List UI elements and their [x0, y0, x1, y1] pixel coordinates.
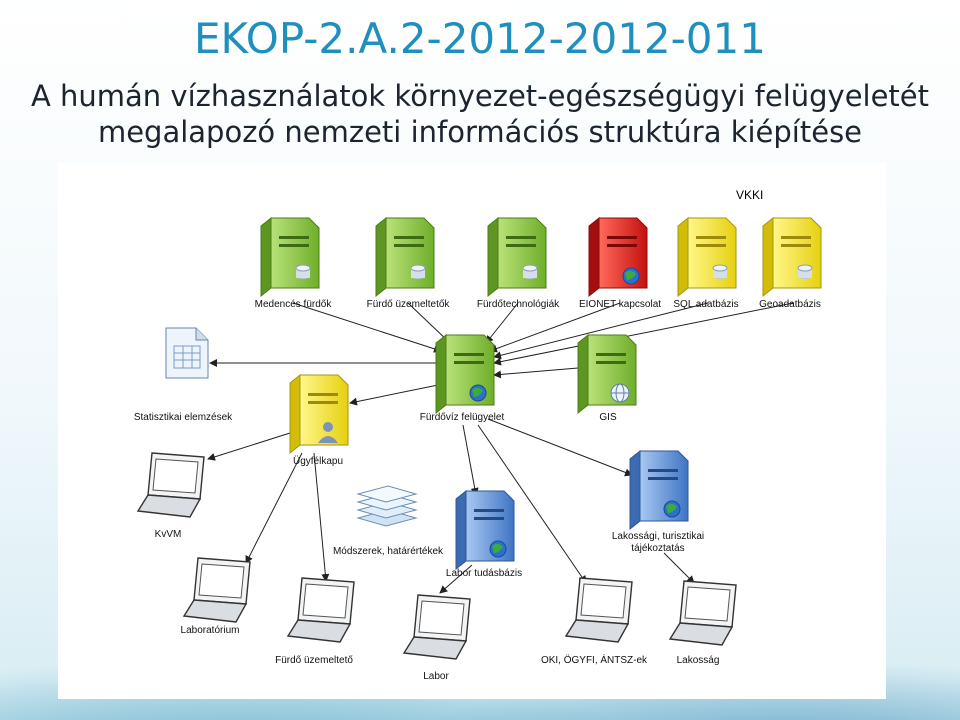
edge-furdo-uzem-bottom: [313, 452, 330, 582]
label-stat: Statisztikai elemzések: [133, 412, 233, 423]
label-furdo-uzem-top: Fürdő üzemeltetők: [366, 299, 450, 310]
label-gis: GIS: [599, 412, 617, 423]
edge-lakossagi: [487, 418, 633, 477]
label-lakossag: Lakosság: [676, 655, 720, 666]
edge-eionet: [489, 302, 621, 353]
edge-furdo-uzem: [407, 302, 451, 344]
label-ugyfelkapu: Ügyfélkapu: [292, 456, 344, 467]
laptop-oki: [564, 577, 633, 643]
label-kvvm: KvVM: [154, 529, 182, 540]
server-geo: [762, 216, 822, 298]
label-lakossagi-line1: Lakossági, turisztikai: [611, 531, 705, 542]
laptop-kvvm: [136, 452, 205, 518]
edge-furdotech: [485, 302, 519, 344]
stack-icon-modszerek: [356, 485, 418, 527]
server-felugyelet: [435, 333, 495, 415]
label-geo: Geoadatbázis: [759, 299, 821, 310]
server-sql: [677, 216, 737, 298]
label-labor-db: Labor tudásbázis: [445, 568, 523, 579]
edge-labor-db: [462, 424, 479, 496]
slide-title: EKOP-2.A.2-2012-2012-011: [194, 14, 766, 63]
label-lakossagi-line2: tájékoztatás: [631, 543, 685, 554]
document-icon-stat: [165, 327, 209, 379]
slide-subtitle: A humán vízhasználatok környezet-egészsé…: [0, 78, 960, 150]
label-felugyelet: Fürdővíz felügyelet: [419, 412, 505, 423]
label-lakossagi: Lakossági, turisztikai tájékoztatás: [612, 531, 704, 555]
connections: [207, 302, 794, 594]
edge-medences: [292, 302, 442, 353]
label-furdotech: Fürdőtechnológiák: [476, 299, 560, 310]
subtitle-line-2: megalapozó nemzeti információs struktúra…: [97, 115, 863, 149]
laptop-laboratorium: [182, 557, 251, 623]
server-furdotech: [487, 216, 547, 298]
server-ugyfelkapu: [289, 373, 349, 455]
edge-oki: [477, 424, 587, 584]
diagram-canvas: [136, 216, 822, 660]
server-lakossagi: [629, 449, 689, 531]
label-furdo-uzem-bottom: Fürdő üzemeltető: [275, 655, 353, 666]
label-modszerek: Módszerek, határértékek: [332, 546, 444, 557]
server-medences: [260, 216, 320, 298]
subtitle-line-1: A humán vízhasználatok környezet-egészsé…: [30, 79, 930, 113]
label-eionet: EIONET kapcsolat: [578, 299, 662, 310]
label-oki: OKI, ÖGYFI, ÁNTSZ-ek: [540, 655, 648, 666]
label-laboratorium: Laboratórium: [180, 625, 240, 636]
architecture-diagram: VKKI Medencés fürdők Fürdő üzemeltetők F…: [58, 163, 886, 699]
laptop-lakossag: [668, 580, 737, 646]
label-medences: Medencés fürdők: [254, 299, 332, 310]
edge-lakossag: [663, 552, 695, 584]
label-labor: Labor: [423, 671, 449, 682]
edge-labor: [439, 564, 473, 594]
server-labor-db: [455, 489, 515, 571]
server-furdo-uzem: [375, 216, 435, 298]
server-eionet: [588, 216, 648, 298]
laptop-labor: [402, 594, 471, 660]
edge-laboratorium: [245, 452, 303, 564]
edge-kvvm: [207, 432, 291, 461]
edge-gis: [493, 367, 579, 379]
laptop-furdo-uzem: [286, 577, 355, 643]
edge-ugyfelkapu: [349, 384, 439, 406]
group-label-vkki: VKKI: [736, 188, 764, 202]
edge-geo: [493, 302, 794, 366]
edge-sql: [493, 302, 709, 360]
label-sql: SQL adatbázis: [673, 299, 739, 310]
server-gis: [577, 333, 637, 415]
